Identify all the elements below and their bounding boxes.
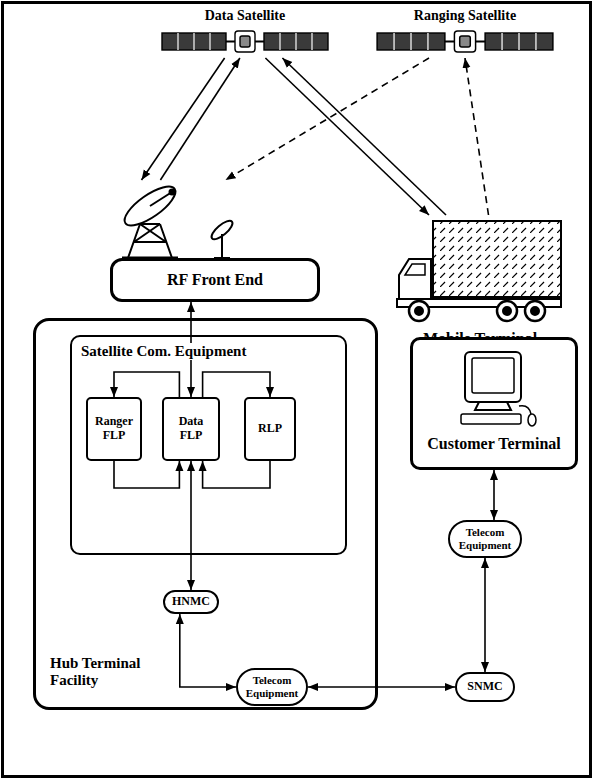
signal-link xyxy=(282,58,446,215)
node-label: RLP xyxy=(258,422,282,436)
node-label: Ranging Satellite xyxy=(414,8,516,24)
dish-antenna xyxy=(110,180,320,260)
telecom-box: Telecom Equipment xyxy=(448,520,522,558)
customer-terminal: Customer Terminal xyxy=(410,337,578,470)
node-label: Telecom Equipment xyxy=(454,526,516,551)
processor-box: Ranger FLP xyxy=(86,397,142,461)
satellite: Ranging Satellite xyxy=(375,8,555,58)
node-label: RF Front End xyxy=(167,271,263,289)
signal-link xyxy=(484,558,486,672)
satellite-icon xyxy=(375,28,555,56)
signal-link xyxy=(160,58,240,180)
node-label: Data Satellite xyxy=(205,8,285,24)
satellite: Data Satellite xyxy=(160,8,330,58)
processor-box: RLP xyxy=(244,397,296,461)
network-controller: HNMC xyxy=(163,590,219,614)
node-label: Hub Terminal Facility xyxy=(50,655,170,690)
node-label: Data FLP xyxy=(166,415,216,443)
signal-link xyxy=(142,58,225,180)
signal-link xyxy=(114,461,179,488)
truck-icon xyxy=(395,215,565,323)
network-controller: SNMC xyxy=(455,672,515,702)
facility-boundary: Hub Terminal Facility Satellite Com. Equi… xyxy=(33,318,378,710)
ranging-link xyxy=(465,58,489,215)
computer-icon xyxy=(455,350,539,430)
node-label: Satellite Com. Equipment xyxy=(78,343,249,360)
rf-front-end: RF Front End xyxy=(110,180,320,302)
signal-link xyxy=(308,686,455,688)
rf-box: RF Front End xyxy=(110,258,320,302)
equipment-group: Satellite Com. EquipmentRanger FLP Data F… xyxy=(70,335,347,555)
node-label: SNMC xyxy=(467,680,502,694)
ranging-link xyxy=(226,58,430,180)
signal-link xyxy=(114,372,179,397)
node-label: Ranger FLP xyxy=(90,415,138,443)
signal-link xyxy=(203,461,270,488)
node-label: Customer Terminal xyxy=(427,435,560,453)
mobile-terminal: Mobile Terminal xyxy=(395,215,565,350)
signal-link xyxy=(180,614,236,687)
node-label: Telecom Equipment xyxy=(242,674,302,699)
processor-box: Data FLP xyxy=(162,397,220,461)
telecom-box: Telecom Equipment xyxy=(236,668,308,706)
signal-link xyxy=(493,470,495,520)
signal-link xyxy=(203,372,270,397)
satellite-icon xyxy=(160,28,330,56)
node-label: HNMC xyxy=(172,595,210,609)
signal-link xyxy=(265,58,429,215)
signal-link xyxy=(190,461,192,590)
